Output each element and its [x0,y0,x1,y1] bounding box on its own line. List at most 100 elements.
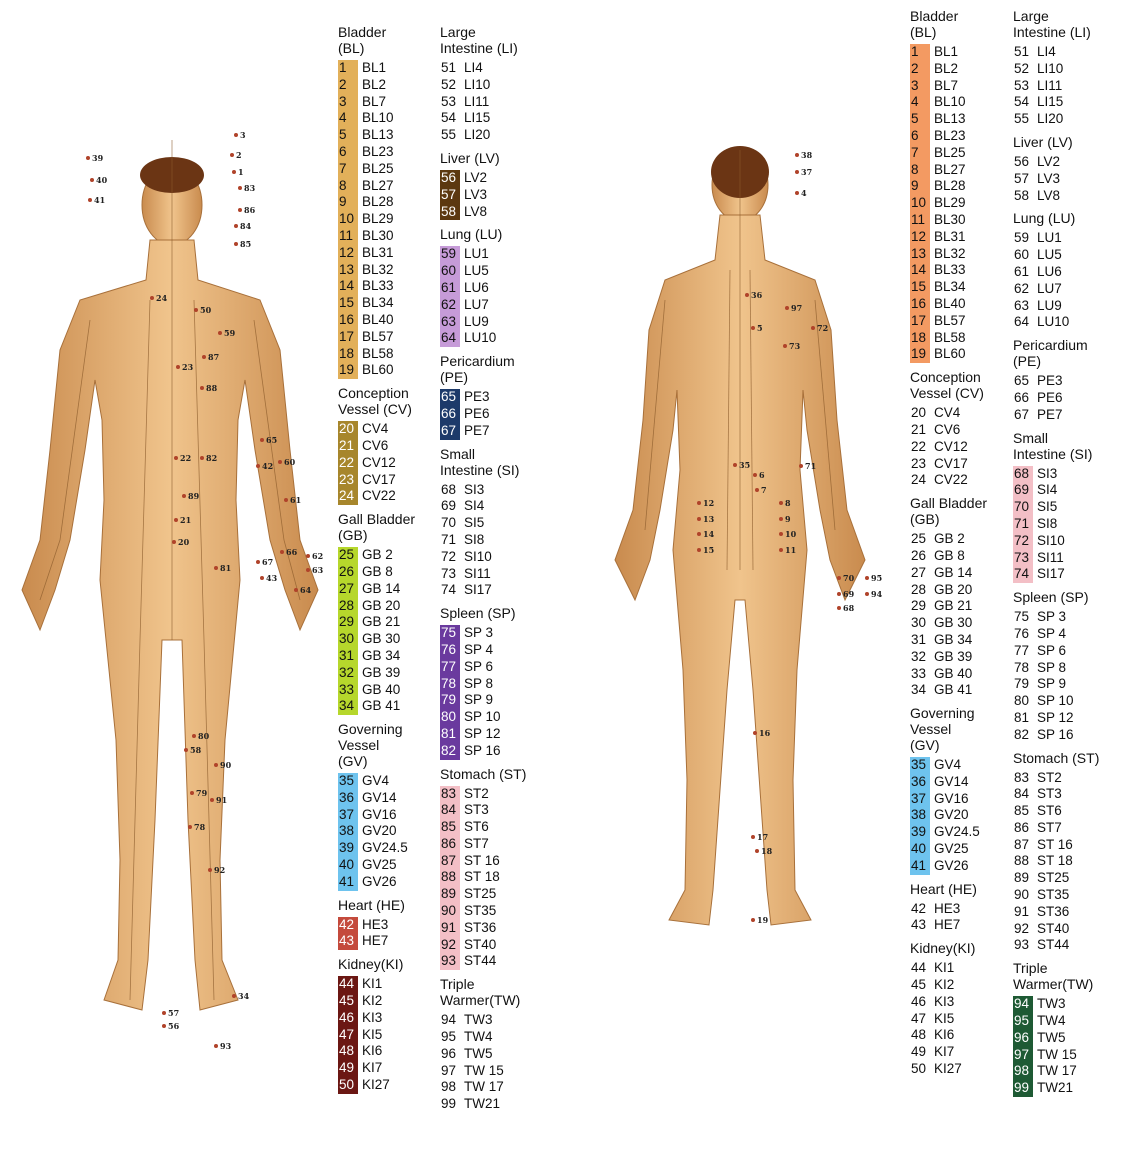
point-code: KI6 [934,1027,954,1044]
point-number: 42 [910,901,930,918]
point-number: 13 [910,246,930,263]
acupoint-label: 41 [94,195,105,205]
acupoint-dot [785,306,789,310]
point-code: BL58 [934,330,966,347]
point-number: 72 [440,549,460,566]
point-number: 17 [910,313,930,330]
legend-row: 92ST40 [440,937,550,954]
point-code: CV6 [934,422,960,439]
point-number: 45 [338,993,358,1010]
legend-row: 50KI27 [338,1077,434,1094]
acupoint-dot [733,463,737,467]
acupoint-label: 16 [759,728,771,738]
point-number: 62 [1013,281,1033,298]
point-number: 16 [338,312,358,329]
point-code: GB 8 [362,564,393,581]
legend-row: 64LU10 [1013,314,1121,331]
point-number: 23 [338,472,358,489]
acupoint-label: 83 [244,183,256,193]
point-code: BL27 [362,178,394,195]
point-number: 51 [440,60,460,77]
legend-row: 49KI7 [338,1060,434,1077]
legend-row: 5BL13 [910,111,1010,128]
legend-group: Liver (LV)56LV257LV358LV8 [440,150,550,220]
acupoint-label: 23 [182,362,194,372]
legend-group: Kidney(KI)44KI145KI246KI347KI548KI649KI7… [338,956,434,1094]
point-code: LU6 [1037,264,1062,281]
legend-row: 14BL33 [338,278,434,295]
point-number: 48 [338,1043,358,1060]
point-number: 28 [910,582,930,599]
point-code: LU10 [464,330,496,347]
legend-row: 62LU7 [440,297,550,314]
point-code: GB 20 [934,582,972,599]
point-number: 15 [338,295,358,312]
point-number: 84 [1013,786,1033,803]
point-number: 11 [910,212,930,229]
legend-row: 41GV26 [338,874,434,891]
legend-row: 56LV2 [440,170,550,187]
point-number: 37 [910,791,930,808]
point-number: 69 [1013,482,1033,499]
point-number: 20 [910,405,930,422]
legend-row: 98TW 17 [440,1079,550,1096]
point-number: 48 [910,1027,930,1044]
point-code: KI7 [934,1044,954,1061]
point-number: 78 [1013,660,1033,677]
legend-group-title: Governing Vessel (GV) [910,705,1010,753]
legend-row: 12BL31 [338,245,434,262]
point-number: 38 [910,807,930,824]
acupoint-dot [865,592,869,596]
point-code: ST 18 [1037,853,1073,870]
point-code: CV4 [934,405,960,422]
point-code: BL23 [362,144,394,161]
acupoint-label: 18 [761,846,773,856]
legend-row: 33GB 40 [338,682,434,699]
point-number: 34 [910,682,930,699]
legend-group: Stomach (ST)83ST284ST385ST686ST787ST 168… [1013,750,1121,955]
point-code: GB 30 [362,631,400,648]
point-code: SI8 [464,532,484,549]
point-code: GB 21 [934,598,972,615]
point-code: BL7 [934,78,958,95]
point-code: CV4 [362,421,388,438]
point-code: ST44 [1037,937,1069,954]
point-number: 27 [910,565,930,582]
point-number: 59 [1013,230,1033,247]
point-number: 91 [1013,904,1033,921]
point-code: SP 3 [464,625,493,642]
point-number: 84 [440,802,460,819]
acupoint-label: 10 [785,529,797,539]
point-number: 31 [338,648,358,665]
point-number: 79 [440,692,460,709]
point-code: GV26 [934,858,969,875]
legend-row: 54LI15 [440,110,550,127]
point-code: CV22 [362,488,396,505]
point-code: BL60 [934,346,966,363]
legend-row: 64LU10 [440,330,550,347]
acupoint-label: 21 [180,515,191,525]
point-code: TW21 [1037,1080,1073,1097]
legend-row: 6BL23 [910,128,1010,145]
point-code: SP 10 [464,709,501,726]
point-code: SI17 [1037,566,1065,583]
point-code: SP 16 [1037,727,1074,744]
acupoint-label: 38 [801,150,813,160]
acupoint-label: 42 [262,461,273,471]
acupoint-label: 73 [789,341,801,351]
point-code: LI4 [464,60,483,77]
point-number: 32 [910,649,930,666]
point-code: PE3 [1037,373,1063,390]
point-code: SP 10 [1037,693,1074,710]
legend-row: 66PE6 [440,406,550,423]
point-code: BL25 [934,145,966,162]
legend-row: 3BL7 [338,94,434,111]
point-code: TW3 [464,1012,493,1029]
point-number: 60 [1013,247,1033,264]
